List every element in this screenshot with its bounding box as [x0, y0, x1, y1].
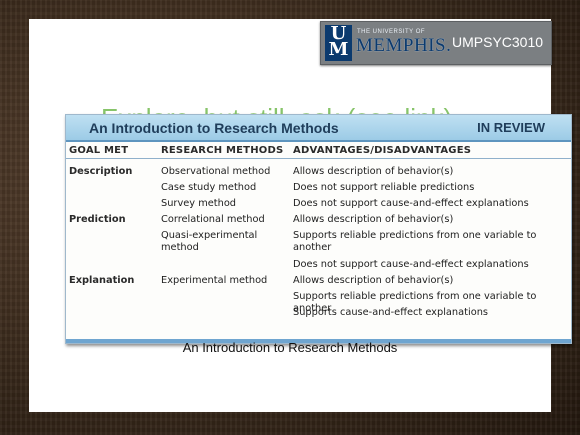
table-cell-goal: Description	[69, 166, 133, 177]
review-table-header: An Introduction to Research Methods IN R…	[66, 115, 571, 142]
table-cell-advantage: Allows description of behavior(s)	[293, 275, 454, 286]
table-cell-advantage: Does not support reliable predictions	[293, 182, 475, 193]
in-review-tag: IN REVIEW	[477, 120, 545, 135]
table-cell-method: Correlational method	[161, 214, 265, 225]
table-cell-advantage: Supports reliable predictions from one v…	[293, 230, 537, 253]
slide-caption: An Introduction to Research Methods	[182, 340, 398, 355]
table-cell-method-continued: method	[161, 242, 199, 253]
review-table-title: An Introduction to Research Methods	[89, 120, 339, 136]
header-divider	[66, 158, 571, 159]
table-cell-advantage: Supports reliable predictions from one v…	[293, 291, 537, 314]
university-brand-banner: U M THE UNIVERSITY OF MEMPHIS. UMPSYC301…	[320, 21, 552, 65]
table-cell-goal: Prediction	[69, 214, 126, 225]
table-cell-method: Case study method	[161, 182, 257, 193]
table-cell-goal: Explanation	[69, 275, 135, 286]
table-cell-advantage: Supports cause-and-effect explanations	[293, 307, 489, 318]
table-cell-method: Observational method	[161, 166, 271, 177]
table-cell-advantage: Allows description of behavior(s)	[293, 214, 454, 225]
table-cell-method: Survey method	[161, 198, 237, 209]
course-code: UMPSYC3010	[452, 34, 544, 50]
table-cell-method: Experimental method	[161, 275, 268, 286]
column-header-advantages: ADVANTAGES/DISADVANTAGES	[293, 145, 472, 156]
table-footer-bar	[66, 339, 571, 343]
slide: U M THE UNIVERSITY OF MEMPHIS. UMPSYC301…	[29, 19, 572, 412]
table-cell-method: Quasi-experimental	[161, 230, 258, 241]
university-sub-label: THE UNIVERSITY OF	[357, 29, 426, 35]
column-header-goal: GOAL MET	[69, 145, 129, 156]
review-table: An Introduction to Research Methods IN R…	[65, 114, 572, 344]
column-header-methods: RESEARCH METHODS	[161, 145, 284, 156]
table-cell-advantage: Does not support cause-and-effect explan…	[293, 259, 529, 270]
university-name: MEMPHIS.	[356, 35, 452, 56]
table-cell-advantage: Allows description of behavior(s)	[293, 166, 454, 177]
university-logo-icon: U M	[325, 25, 352, 61]
table-cell-advantage: Does not support cause-and-effect explan…	[293, 198, 529, 209]
